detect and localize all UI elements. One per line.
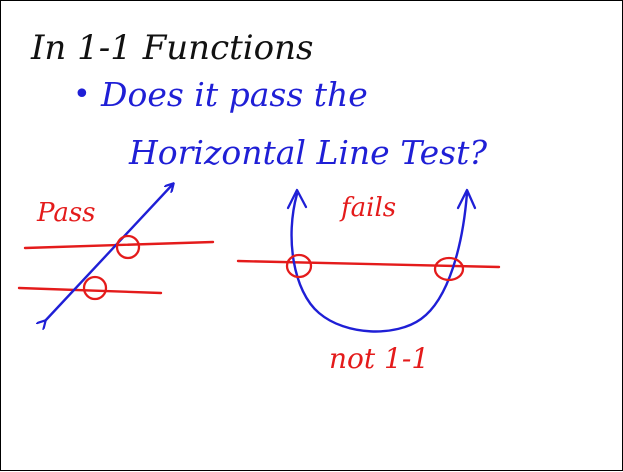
horizontal-line-right — [236, 259, 501, 269]
intersection-circle-left — [285, 253, 313, 279]
fails-label: fails — [339, 193, 396, 223]
not-one-to-one-label: not 1-1 — [329, 342, 429, 375]
question-line-2: Horizontal Line Test? — [128, 133, 487, 172]
slide-title: In 1-1 Functions — [30, 28, 313, 68]
intersection-circle-right — [433, 256, 465, 282]
one-to-one-line — [45, 184, 173, 321]
fail-example: fails not 1-1 — [236, 188, 501, 375]
pass-example: Pass — [17, 184, 215, 321]
parabola-curve — [290, 191, 469, 333]
parabola-arrow-right — [456, 188, 477, 210]
pass-label: Pass — [36, 198, 96, 228]
horizontal-line-lower — [17, 286, 163, 295]
question-bullet: • — [73, 77, 91, 112]
question-line-1: Does it pass the — [100, 75, 368, 114]
parabola-arrow-left — [286, 188, 308, 210]
intersection-circle-lower — [82, 275, 108, 301]
intersection-circle-upper — [115, 234, 141, 260]
